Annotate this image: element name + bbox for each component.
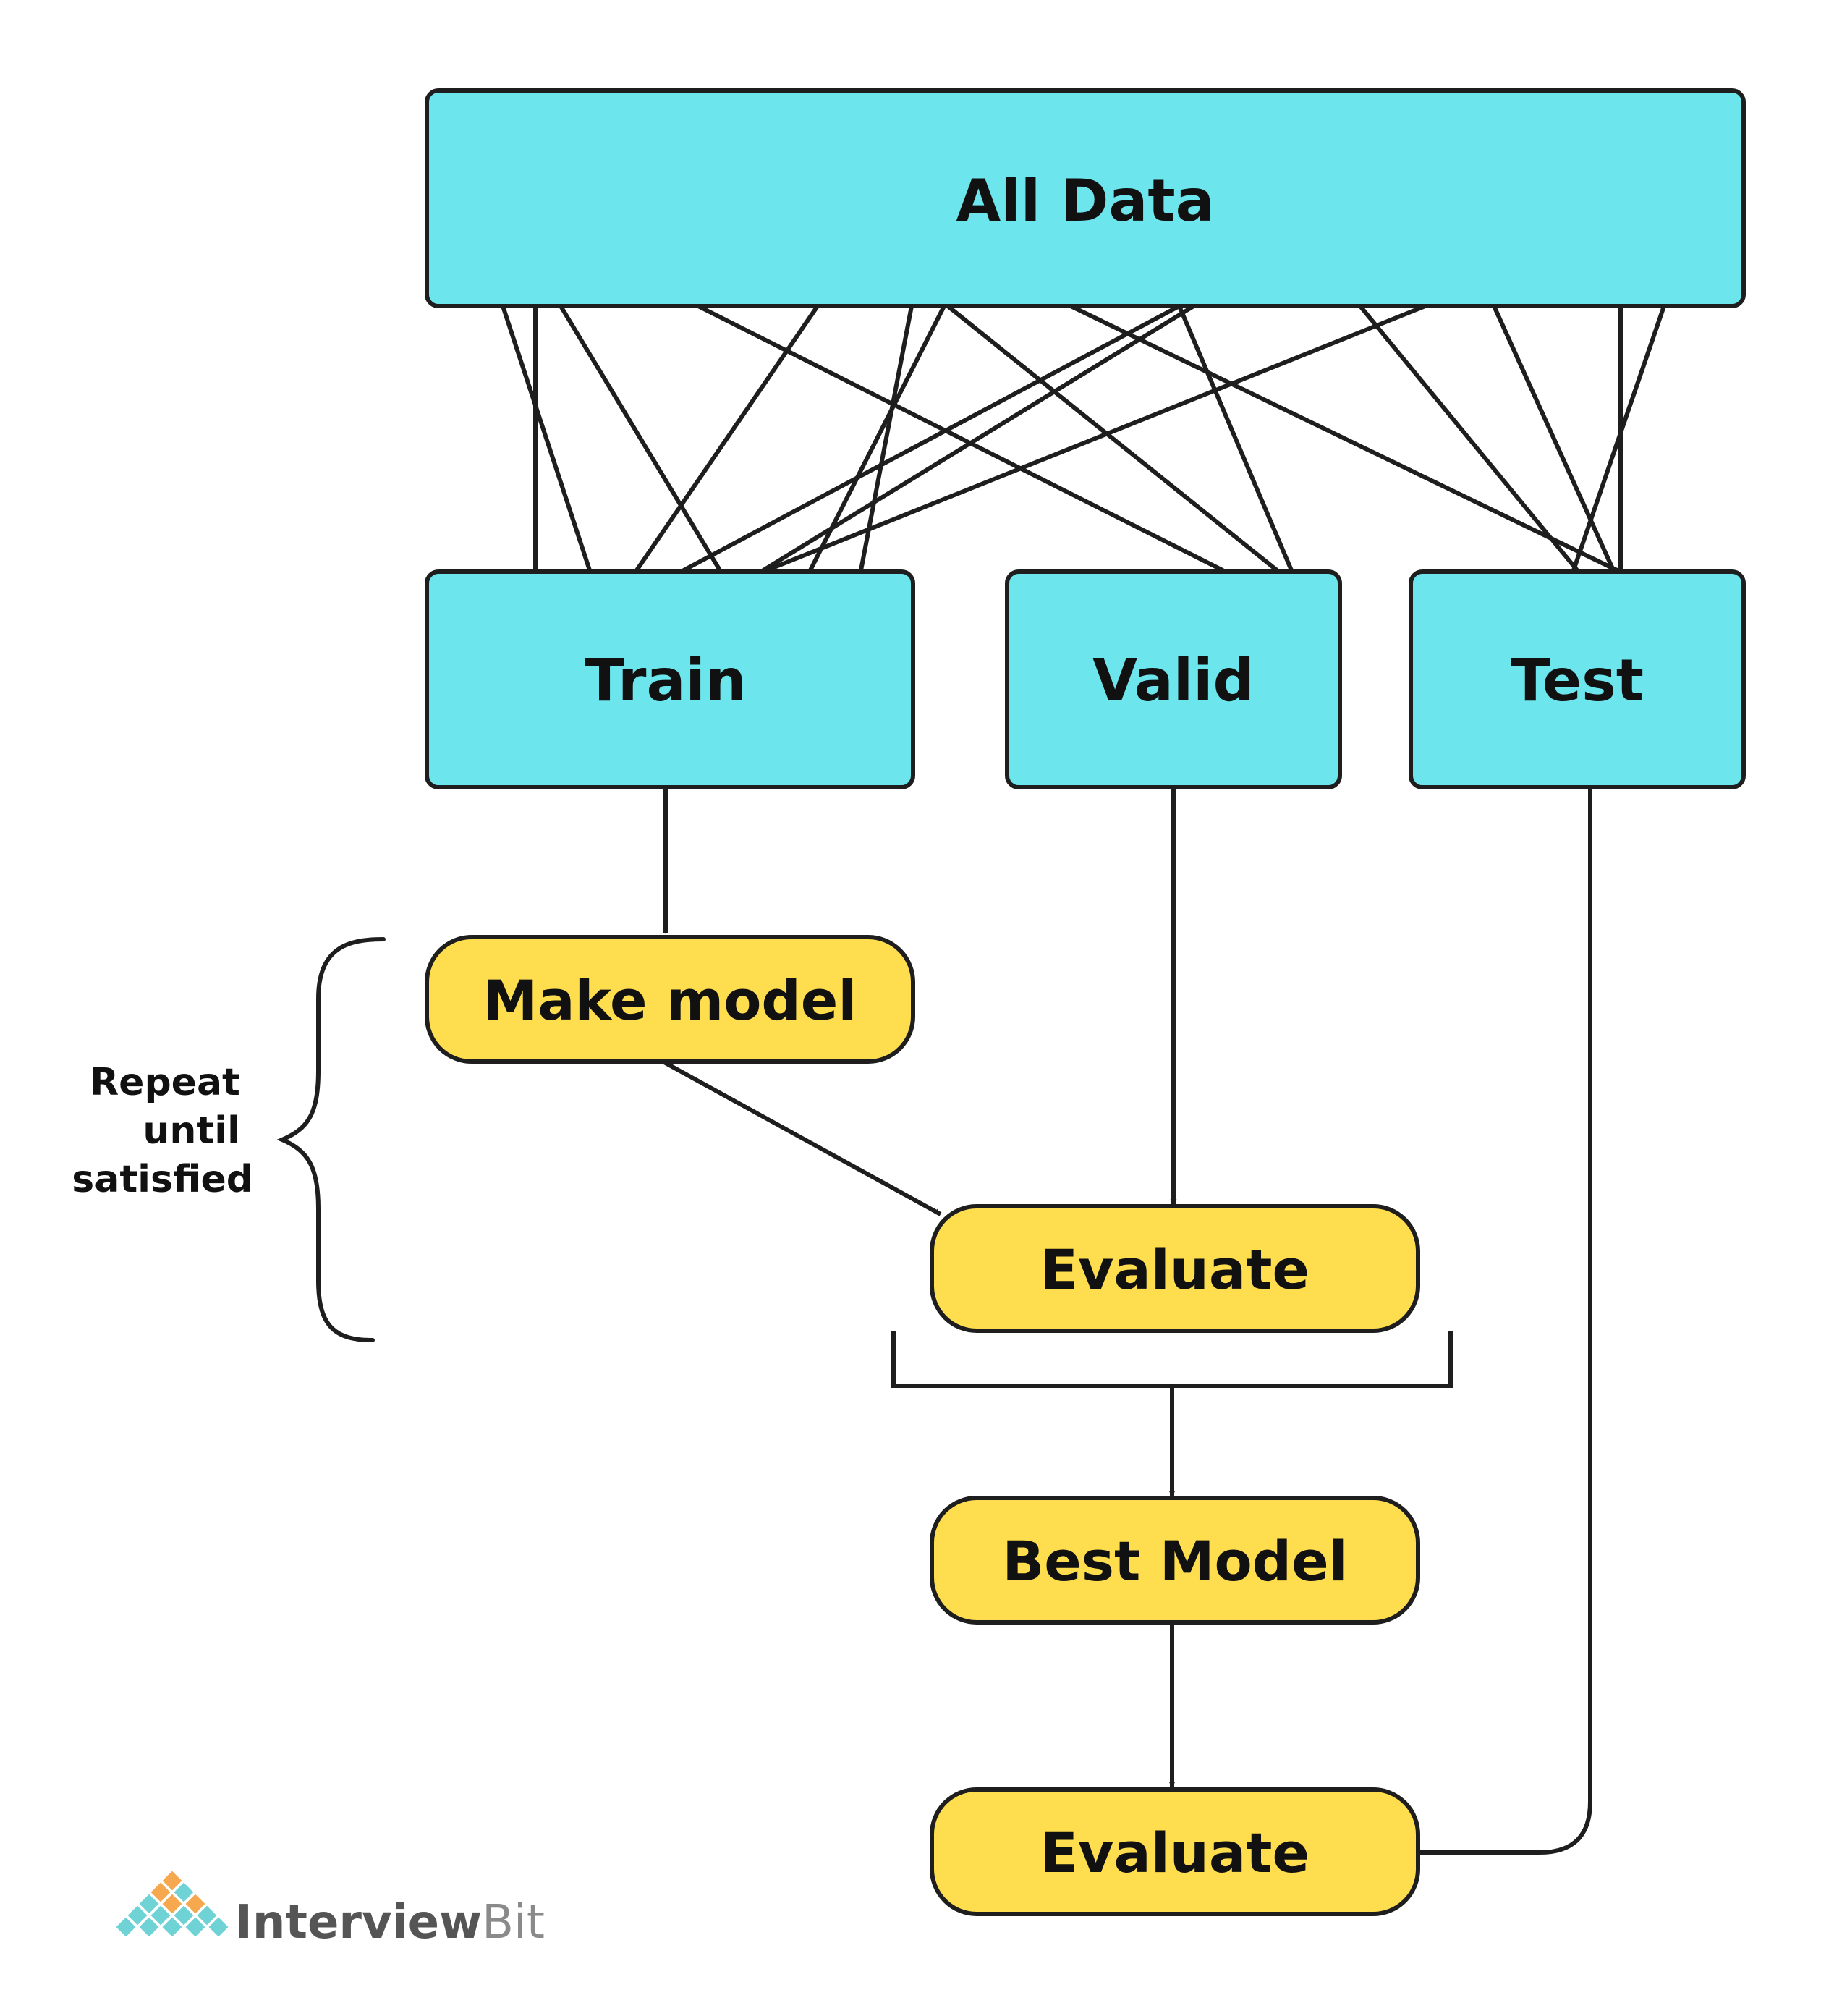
loop-label-line-1: Repeat bbox=[90, 1061, 240, 1104]
valid-label: Valid bbox=[1092, 647, 1255, 714]
loop-label-line-2: until bbox=[143, 1109, 240, 1153]
train-node: Train bbox=[425, 569, 915, 789]
flow-arrows bbox=[662, 789, 1592, 1856]
train-label: Train bbox=[585, 647, 747, 714]
loop-label-line-3: satisfied bbox=[72, 1158, 253, 1201]
evaluate-node-test: Evaluate bbox=[930, 1787, 1420, 1916]
test-label: Test bbox=[1511, 647, 1644, 714]
evaluate-node-validation: Evaluate bbox=[930, 1204, 1420, 1333]
brand-name-part-2: Bit bbox=[482, 1896, 545, 1949]
interviewbit-logo-mark bbox=[113, 1868, 232, 1940]
repeat-loop-brace bbox=[276, 937, 386, 1342]
make-model-to-evaluate-arrow bbox=[663, 1060, 942, 1216]
evaluate-label-validation: Evaluate bbox=[1040, 1237, 1309, 1302]
interviewbit-wordmark: InterviewBit bbox=[235, 1896, 545, 1949]
brand-name-part-1: Interview bbox=[235, 1896, 482, 1949]
selection-bracket bbox=[891, 1331, 1453, 1388]
split-connector-lines bbox=[501, 304, 1666, 572]
make-model-label: Make model bbox=[483, 968, 857, 1033]
test-to-final-evaluate-arrow bbox=[1419, 789, 1592, 1856]
interviewbit-logo: InterviewBit bbox=[113, 1868, 545, 1949]
make-model-node: Make model bbox=[425, 935, 915, 1064]
repeat-until-satisfied-label: Repeat until satisfied bbox=[72, 1061, 253, 1201]
valid-node: Valid bbox=[1005, 569, 1342, 789]
evaluate-label-test: Evaluate bbox=[1040, 1821, 1309, 1885]
best-model-label: Best Model bbox=[1002, 1529, 1347, 1593]
all-data-node: All Data bbox=[425, 88, 1746, 308]
test-node: Test bbox=[1409, 569, 1746, 789]
all-data-label: All Data bbox=[956, 167, 1214, 234]
best-model-node: Best Model bbox=[930, 1496, 1420, 1625]
